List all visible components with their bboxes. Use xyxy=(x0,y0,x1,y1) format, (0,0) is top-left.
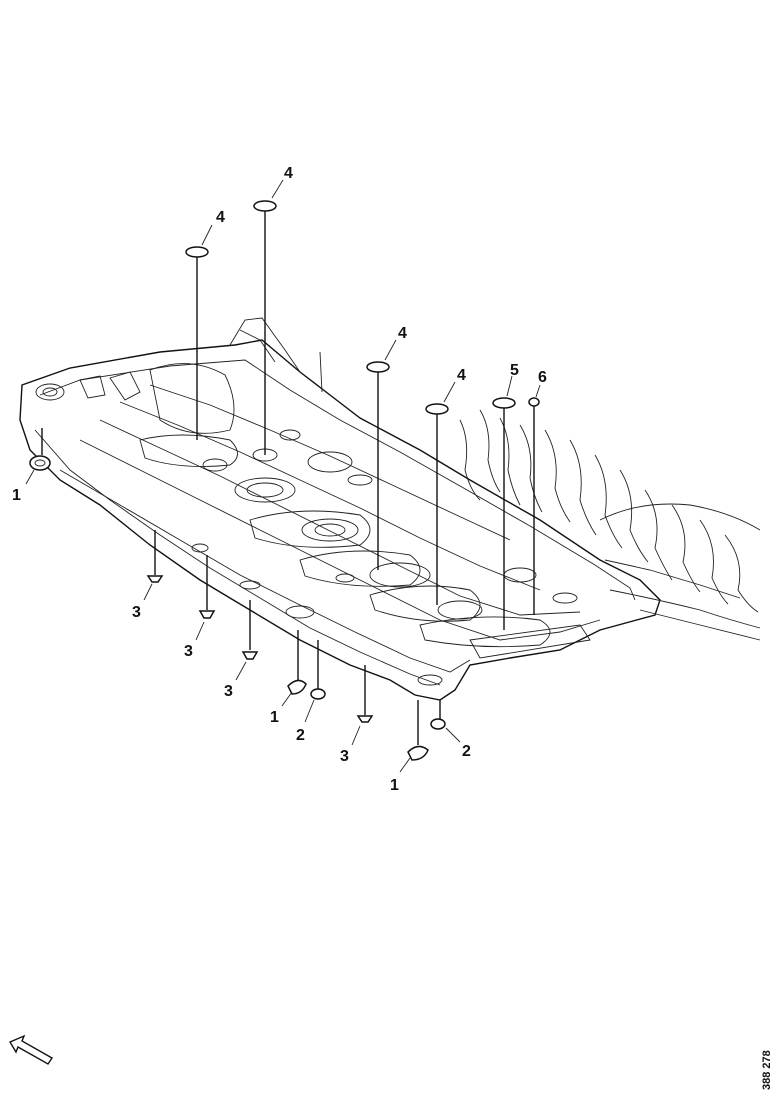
callout-1: 1 xyxy=(270,709,279,726)
reference-code: 388 278 xyxy=(761,1050,773,1090)
washer-5 xyxy=(492,397,516,409)
callout-labels: 4 4 4 4 5 6 1 3 3 3 1 2 3 1 2 xyxy=(12,165,547,794)
clip-3c xyxy=(241,651,259,660)
clip-3b xyxy=(198,610,216,619)
washer-4a xyxy=(185,246,209,258)
callout-3: 3 xyxy=(184,643,193,660)
plug-1c xyxy=(407,745,429,761)
callout-4: 4 xyxy=(284,165,293,182)
callout-6: 6 xyxy=(538,369,547,386)
washer-4d xyxy=(425,403,449,415)
callout-1: 1 xyxy=(12,487,21,504)
callout-2: 2 xyxy=(462,743,471,760)
callout-3: 3 xyxy=(340,748,349,765)
callout-3: 3 xyxy=(132,604,141,621)
callout-2: 2 xyxy=(296,727,305,744)
callout-3: 3 xyxy=(224,683,233,700)
nut-2b xyxy=(430,718,446,730)
underbody-floor-panel xyxy=(19,317,661,701)
callout-pointers xyxy=(25,179,541,773)
callout-4: 4 xyxy=(457,367,466,384)
washer-4c xyxy=(366,361,390,373)
callout-5: 5 xyxy=(510,362,519,379)
cap-6 xyxy=(528,397,540,407)
callout-4: 4 xyxy=(398,325,407,342)
clip-3d xyxy=(356,715,374,723)
plug-1b xyxy=(287,679,307,695)
nut-2a xyxy=(310,688,326,700)
clip-3a xyxy=(146,575,164,583)
plug-1a xyxy=(29,455,51,471)
washer-4b xyxy=(253,200,277,212)
rear-body-structure xyxy=(459,409,761,641)
fastener-parts xyxy=(29,200,540,761)
callout-4: 4 xyxy=(216,209,225,226)
orientation-arrow-icon xyxy=(8,1034,53,1065)
leader-lines xyxy=(41,210,535,745)
callout-1: 1 xyxy=(390,777,399,794)
